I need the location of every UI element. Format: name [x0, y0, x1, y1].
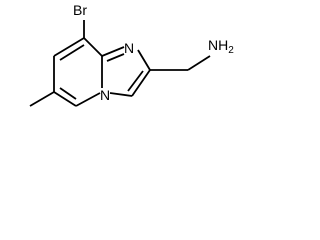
bond-c2-c3 — [131, 69, 151, 97]
amine-subscript: 2 — [228, 45, 234, 56]
bond-ch2-nh2 — [187, 55, 211, 71]
bond-c6-c5 — [53, 91, 77, 107]
bond-c2-c3-double — [127, 70, 144, 92]
bond-c8a-c8 — [83, 37, 103, 57]
bond-n1-c2 — [137, 49, 151, 71]
bond-c8-c7-inner — [59, 44, 85, 61]
bond-c8-c7 — [53, 37, 85, 57]
bond-c3-n4 — [109, 92, 133, 97]
bond-c5-n4 — [75, 92, 101, 107]
molecule-structure-diagram: Br N N NH2 — [29, 2, 234, 107]
amine-nh-text: NH — [208, 37, 228, 53]
imine-nitrogen-label: N — [124, 40, 134, 56]
bond-c6-c5-inner — [59, 87, 77, 100]
amine-label: NH2 — [208, 37, 234, 56]
bond-c6-methyl — [29, 91, 55, 107]
bond-c8a-n1 — [101, 46, 125, 57]
bond-c8a-n1-double — [106, 53, 125, 62]
bromine-label: Br — [73, 2, 87, 18]
bridgehead-nitrogen-label: N — [100, 87, 110, 103]
